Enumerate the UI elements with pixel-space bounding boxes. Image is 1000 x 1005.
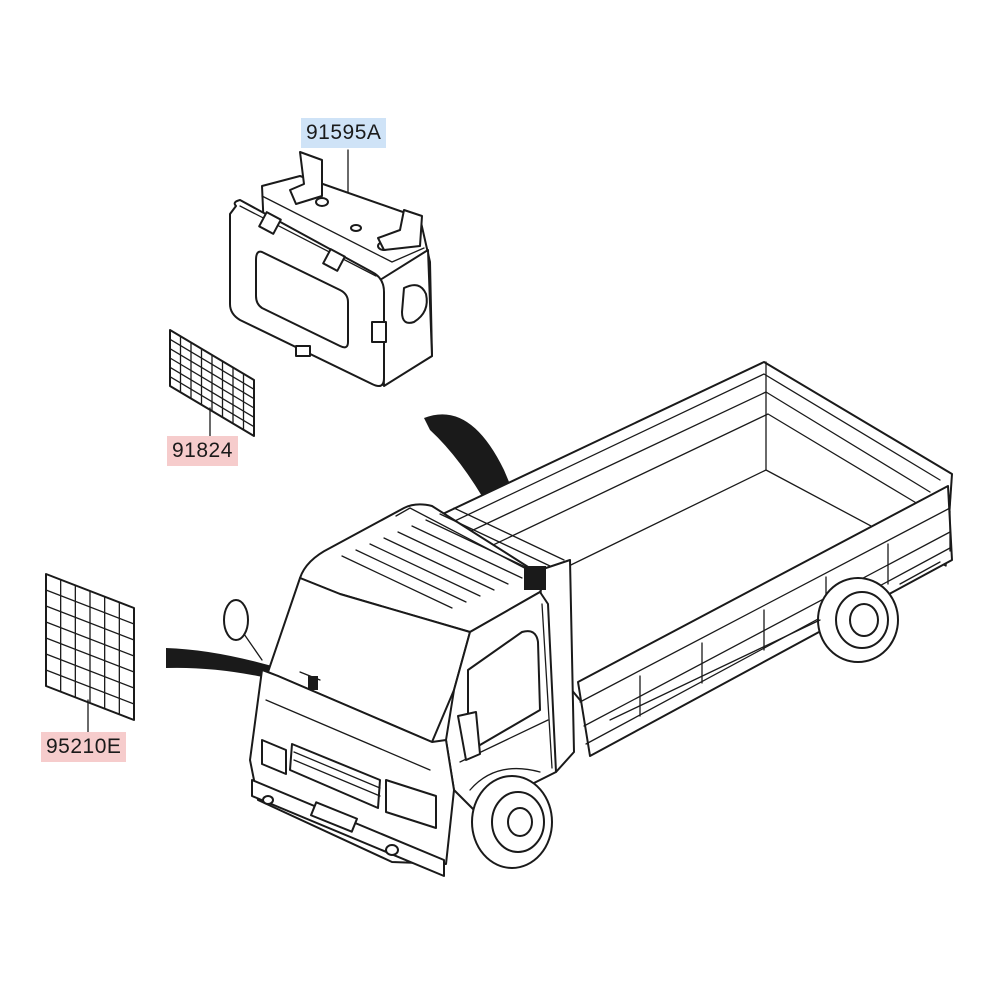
label-sheet-91824 xyxy=(169,329,255,437)
truck-illustration xyxy=(223,361,953,877)
label-sheet-95210E xyxy=(45,573,135,733)
part-label-95210E[interactable]: 95210E xyxy=(41,732,127,762)
part-label-91824[interactable]: 91824 xyxy=(167,436,238,466)
part-label-91595A[interactable]: 91595A xyxy=(301,118,387,148)
junction-box-illustration xyxy=(229,149,433,387)
